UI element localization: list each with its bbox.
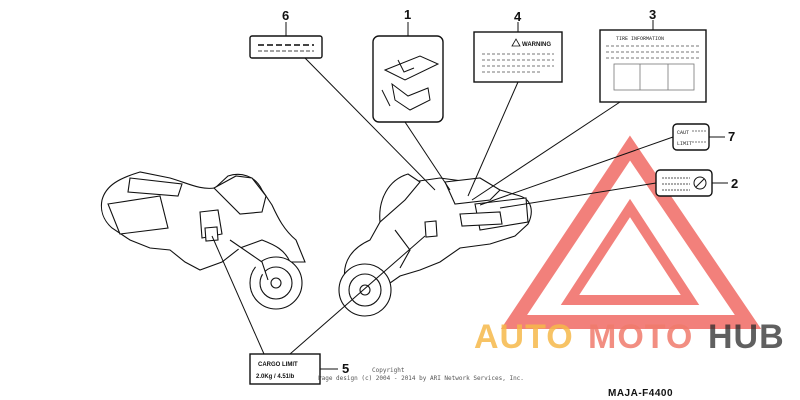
label-7: CAUT LIMIT: [672, 123, 710, 151]
label-2: [655, 169, 713, 197]
callout-numbers: 6 1 4 3 7 2 5: [282, 7, 738, 376]
motorcycle-left: [100, 171, 306, 310]
callout-4: 4: [514, 9, 522, 24]
warning-text: WARNING: [522, 42, 551, 48]
watermark-auto: AUTO: [474, 318, 574, 356]
label-6: [249, 35, 323, 59]
copyright: Copyright Page design (c) 2004 - 2014 by…: [318, 367, 524, 382]
label-5: CARGO LIMIT 2.0Kg / 4.51lb: [249, 353, 321, 385]
label-4: WARNING: [473, 31, 563, 83]
cargo-limit-value: 2.0Kg / 4.51lb: [256, 374, 295, 380]
warning-icon: [511, 38, 521, 47]
watermark-text: AUTO MOTO HUB: [474, 318, 785, 356]
leader-lines: [211, 20, 728, 370]
callout-1: 1: [404, 7, 411, 22]
copyright-line2: Page design (c) 2004 - 2014 by ARI Netwo…: [318, 375, 524, 382]
label-7-line1: CAUT: [677, 130, 689, 136]
label-7-line2: LIMIT: [677, 141, 692, 147]
label-3: TIRE INFORMATION: [599, 29, 707, 103]
callout-3: 3: [649, 7, 656, 22]
watermark-inner-triangle: [560, 198, 700, 305]
copyright-line1: Copyright: [372, 367, 405, 374]
callout-2: 2: [731, 176, 738, 191]
callout-7: 7: [728, 129, 735, 144]
label-1: [372, 35, 444, 123]
tire-info-text: TIRE INFORMATION: [616, 36, 664, 42]
watermark-hub: HUB: [708, 318, 785, 356]
callout-6: 6: [282, 8, 289, 23]
motorcycle-right: [338, 173, 532, 317]
watermark-moto: MOTO: [588, 318, 693, 356]
watermark-logo: [500, 135, 762, 329]
part-code: MAJA-F4400: [608, 388, 673, 399]
watermark-outer-triangle: [500, 135, 762, 329]
callout-5: 5: [342, 361, 349, 376]
cargo-limit-text: CARGO LIMIT: [258, 362, 298, 368]
